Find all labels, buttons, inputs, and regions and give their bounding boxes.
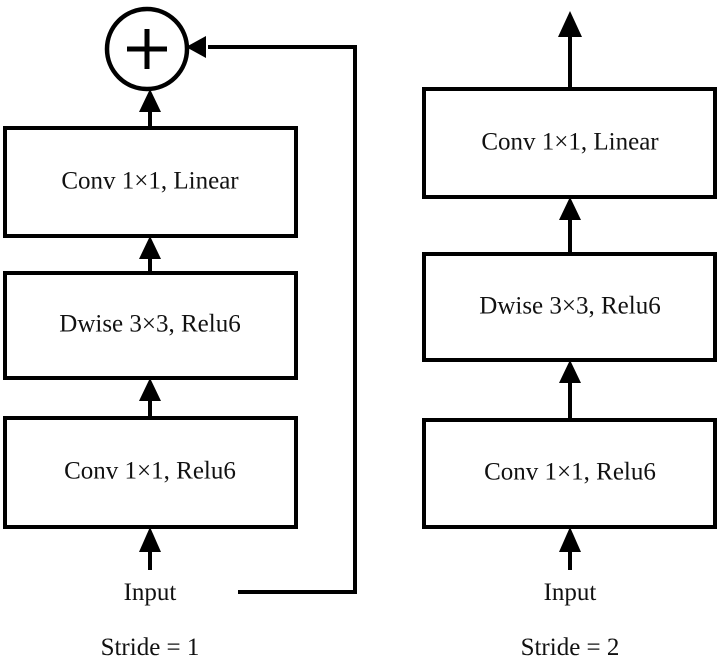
arrow-linear-to-adder-head <box>139 89 161 112</box>
residual-arrow-head <box>186 36 206 58</box>
block-conv-linear[interactable] <box>422 87 717 199</box>
block-dwise-relu6[interactable] <box>3 271 298 380</box>
block-dwise-relu6-label: Dwise 3×3, Relu6 <box>479 293 660 320</box>
arrow-relu6-to-dwise-head <box>139 378 161 401</box>
panel-caption-stride-2: Stride = 2 <box>521 634 620 661</box>
block-conv-relu6-label: Conv 1×1, Relu6 <box>484 459 656 486</box>
input-label: Input <box>544 579 597 606</box>
panel-caption-stride-1: Stride = 1 <box>101 634 200 661</box>
arrow-dwise-to-linear-head <box>559 197 581 220</box>
block-conv-linear-label: Conv 1×1, Linear <box>61 168 239 195</box>
block-dwise-relu6-label: Dwise 3×3, Relu6 <box>59 311 240 338</box>
arrow-input-to-relu6-head <box>139 527 161 552</box>
block-conv-relu6[interactable] <box>3 416 298 529</box>
arrow-dwise-to-linear-head <box>139 236 161 259</box>
block-conv-relu6[interactable] <box>422 418 717 529</box>
panel-stride-2: Conv 1×1, Linear Dwise 3×3, Relu6 Conv 1… <box>422 11 717 661</box>
residual-skip-connection <box>208 45 357 594</box>
arrow-input-to-relu6-head <box>559 527 581 552</box>
block-conv-linear[interactable] <box>3 126 298 238</box>
block-conv-relu6-label: Conv 1×1, Relu6 <box>64 458 236 485</box>
block-conv-linear-label: Conv 1×1, Linear <box>481 129 659 156</box>
panel-stride-1: Conv 1×1, Linear Dwise 3×3, Relu6 Conv 1… <box>3 6 357 661</box>
input-label: Input <box>124 579 177 606</box>
arrow-output-head <box>558 11 582 37</box>
arrow-relu6-to-dwise-head <box>559 360 581 383</box>
block-dwise-relu6[interactable] <box>422 252 717 362</box>
